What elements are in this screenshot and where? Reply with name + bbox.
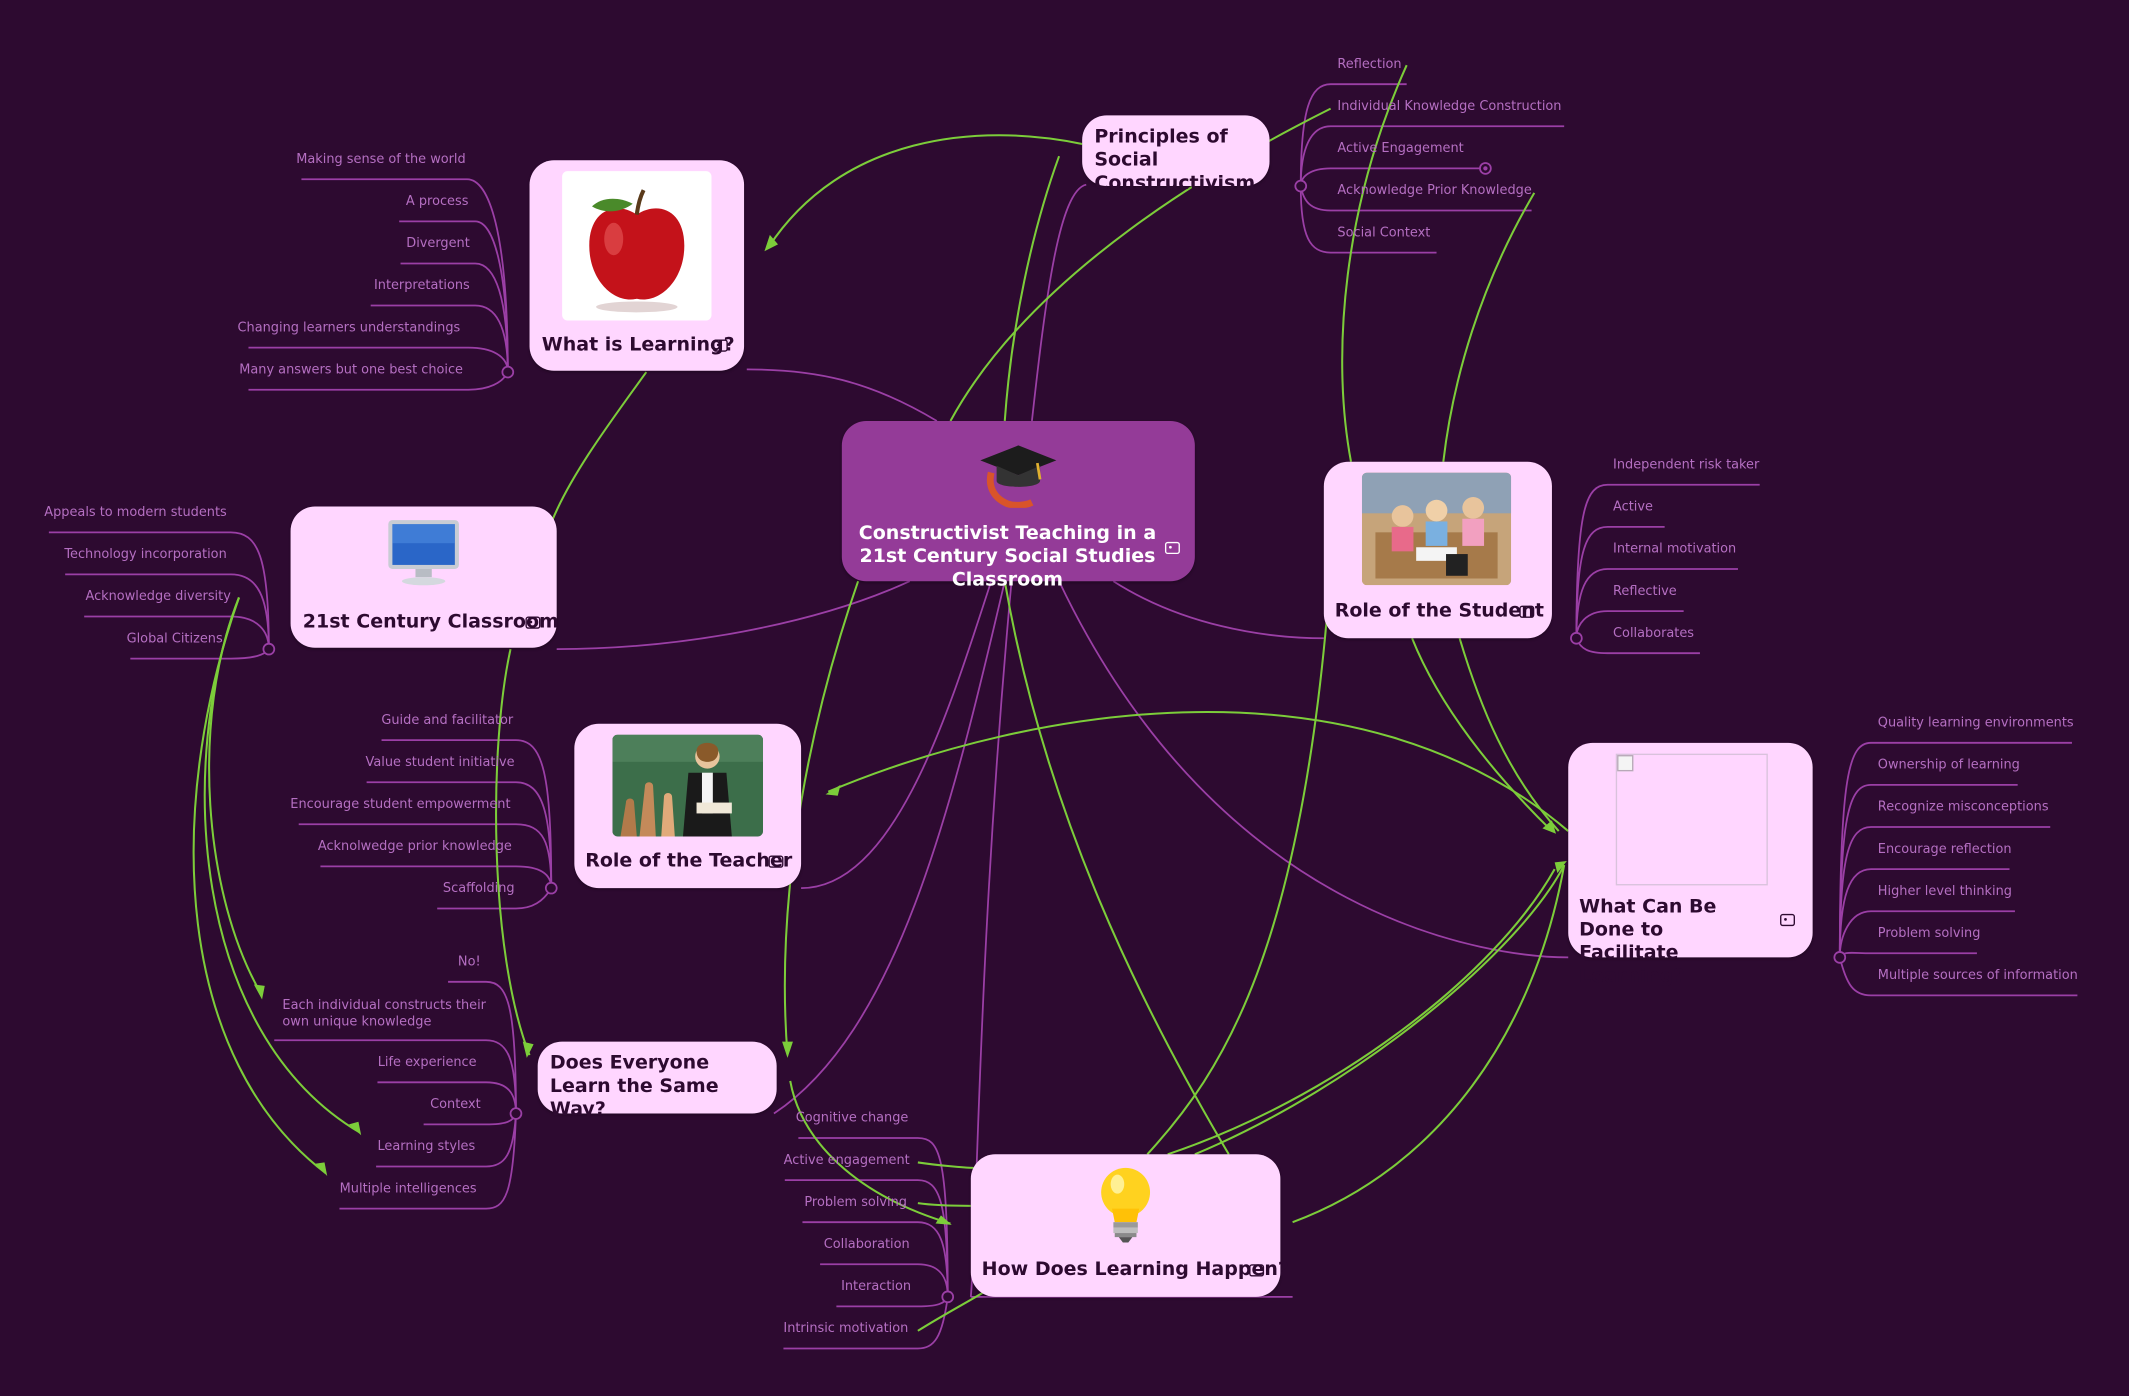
image-icon[interactable] — [1249, 1264, 1265, 1277]
facilitate-leaf[interactable]: Ownership of learning — [1877, 757, 2020, 773]
everyone-leaf[interactable]: Learning styles — [377, 1139, 476, 1155]
red-apple-image — [562, 171, 712, 321]
learning-leaf[interactable]: Making sense of the world — [296, 152, 466, 168]
principles-node[interactable]: Principles of Social Constructivism — [1082, 115, 1270, 194]
does-everyone-learn-node[interactable]: Does Everyone Learn the Same Way? — [537, 1041, 777, 1120]
image-icon[interactable] — [712, 339, 728, 352]
light-bulb-image — [1093, 1165, 1158, 1244]
happen-leaf[interactable]: Active engagement — [783, 1152, 910, 1168]
everyone-leaf[interactable]: No! — [457, 954, 481, 970]
everyone-leaf[interactable]: Life experience — [377, 1055, 477, 1071]
image-icon[interactable] — [1519, 605, 1535, 618]
classroom-leaf[interactable]: Global Citizens — [126, 631, 223, 647]
facilitate-leaf[interactable]: Multiple sources of information — [1877, 968, 2078, 984]
principles-leaf[interactable]: Acknowledge Prior Knowledge — [1337, 183, 1532, 199]
happen-leaf[interactable]: Interaction — [841, 1279, 912, 1295]
student-leaf[interactable]: Internal motivation — [1613, 541, 1737, 557]
teacher-leaf[interactable]: Guide and facilitator — [381, 712, 514, 728]
facilitate-leaf[interactable]: Recognize misconceptions — [1877, 799, 2049, 815]
role-of-teacher-node[interactable]: Role of the Teacher — [574, 723, 802, 889]
central-topic-title: Constructivist Teaching in a 21st Centur… — [858, 522, 1157, 591]
happen-leaf[interactable]: Problem solving — [804, 1195, 907, 1210]
happen-leaf[interactable]: Collaboration — [823, 1237, 910, 1253]
does-everyone-learn-title: Does Everyone Learn the Same Way? — [549, 1052, 719, 1121]
how-learning-happens-title: How Does Learning Happen? — [981, 1258, 1289, 1281]
student-leaf[interactable]: Collaborates — [1613, 626, 1695, 641]
happen-leaf[interactable]: Cognitive change — [795, 1110, 909, 1126]
everyone-leaf[interactable]: Multiple intelligences — [339, 1181, 477, 1197]
teacher-leaf[interactable]: Encourage student empowerment — [290, 797, 511, 813]
facilitate-learning-title: What Can Be Done to Facilitate Learning? — [1579, 896, 1717, 988]
image-icon[interactable] — [768, 855, 784, 868]
image-icon[interactable] — [1780, 913, 1795, 927]
role-of-student-node[interactable]: Role of the Student — [1323, 461, 1552, 639]
facilitate-leaf[interactable]: Problem solving — [1877, 926, 1981, 942]
facilitate-leaf[interactable]: Higher level thinking — [1877, 884, 2012, 899]
arrowheads — [253, 234, 1567, 1225]
branch-lines — [48, 83, 2078, 1350]
everyone-leaf[interactable]: Context — [430, 1097, 481, 1113]
teacher-in-classroom-photo — [612, 734, 764, 837]
central-topic-node[interactable]: Constructivist Teaching in a 21st Centur… — [841, 420, 1195, 591]
classroom-leaf[interactable]: Appeals to modern students — [44, 505, 227, 521]
facilitate-leaf[interactable]: Encourage reflection — [1877, 841, 2012, 857]
classroom-leaf[interactable]: Acknowledge diversity — [85, 589, 231, 605]
broken-image — [1615, 753, 1768, 886]
principles-leaf[interactable]: Individual Knowledge Construction — [1337, 99, 1562, 115]
happen-leaf[interactable]: Intrinsic motivation — [783, 1321, 909, 1337]
principles-leaf[interactable]: Reflection — [1337, 57, 1402, 72]
student-leaf[interactable]: Reflective — [1613, 583, 1677, 599]
student-leaf[interactable]: Active — [1613, 499, 1653, 515]
facilitate-learning-node[interactable]: What Can Be Done to Facilitate Learning? — [1568, 742, 1813, 987]
learning-leaf[interactable]: Divergent — [406, 236, 470, 252]
image-icon[interactable] — [525, 616, 541, 629]
students-at-desk-photo — [1361, 472, 1512, 586]
learning-leaf[interactable]: Changing learners understandings — [237, 320, 461, 336]
21st-century-classroom-node[interactable]: 21st Century Classroom — [290, 506, 559, 648]
principles-leaf[interactable]: Active Engagement — [1337, 141, 1464, 157]
facilitate-leaf[interactable]: Quality learning environments — [1877, 715, 2074, 731]
classroom-leaf[interactable]: Technology incorporation — [64, 547, 227, 563]
relation-lines — [192, 64, 1569, 1332]
what-is-learning-node[interactable]: What is Learning? — [529, 160, 745, 371]
role-of-teacher-title: Role of the Teacher — [585, 850, 793, 872]
computer-monitor-image — [386, 517, 462, 588]
image-icon[interactable] — [1164, 541, 1180, 555]
principles-title: Principles of Social Constructivism — [1094, 126, 1256, 195]
learning-leaf[interactable]: Interpretations — [373, 278, 470, 294]
role-of-student-title: Role of the Student — [1334, 600, 1544, 622]
student-leaf[interactable]: Independent risk taker — [1613, 457, 1760, 473]
learning-leaf[interactable]: A process — [405, 194, 469, 210]
21st-century-classroom-title: 21st Century Classroom — [302, 611, 559, 633]
how-learning-happens-node[interactable]: How Does Learning Happen? — [970, 1154, 1289, 1297]
learning-leaf[interactable]: Many answers but one best choice — [239, 362, 464, 378]
everyone-leaf[interactable]: Each individual constructs their own uni… — [282, 998, 486, 1030]
graduation-cap-icon — [978, 443, 1059, 509]
branch-junctions — [262, 162, 1847, 1304]
teacher-leaf[interactable]: Value student initiative — [365, 755, 515, 770]
teacher-leaf[interactable]: Acknolwedge prior knowledge — [317, 839, 512, 855]
what-is-learning-title: What is Learning? — [541, 334, 735, 356]
teacher-leaf[interactable]: Scaffolding — [442, 881, 515, 897]
principles-leaf[interactable]: Social Context — [1337, 225, 1431, 241]
